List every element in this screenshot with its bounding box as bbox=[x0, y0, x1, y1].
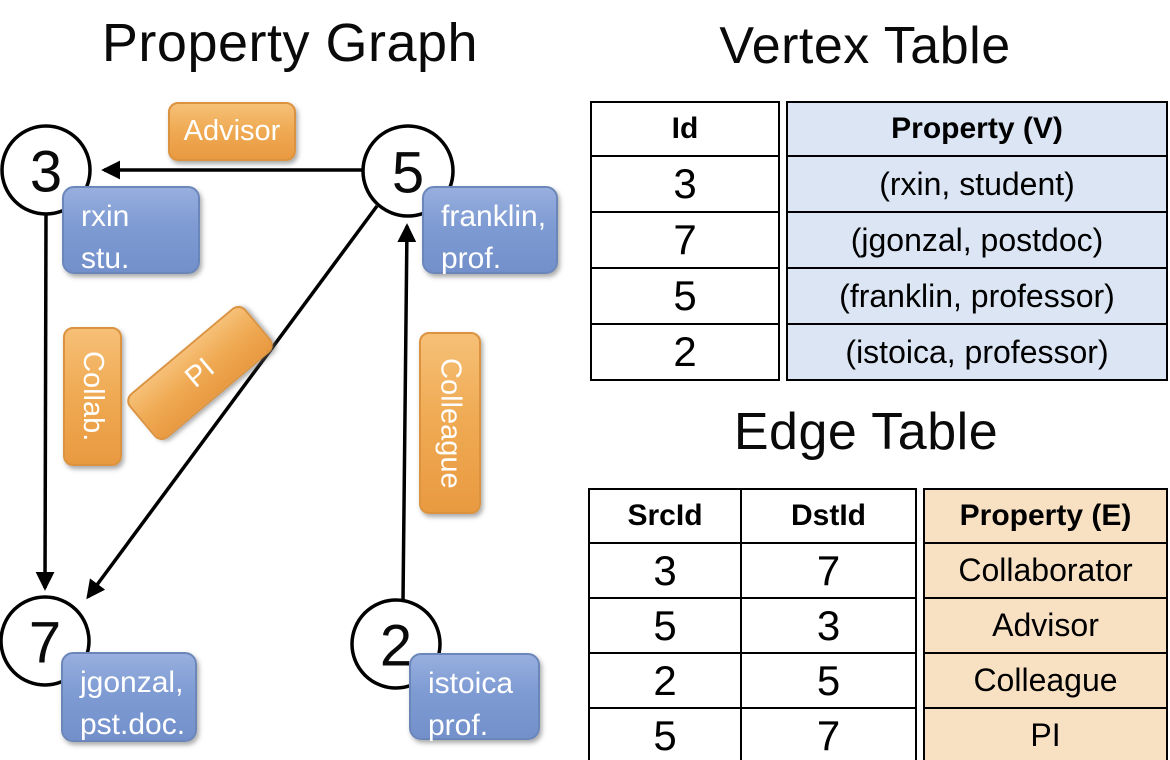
table-row: Collaborator bbox=[925, 542, 1166, 597]
vertex-id-cell: 5 bbox=[673, 272, 697, 319]
edge-srcid-cell: 5 bbox=[590, 599, 742, 652]
table-row: 5 3 bbox=[590, 597, 915, 652]
edge-label-collab-text: Collab. bbox=[77, 351, 109, 442]
table-row: 5 7 bbox=[590, 707, 915, 760]
vertex-property-box-3: rxin stu. bbox=[62, 186, 200, 275]
edge-property-cell: Colleague bbox=[973, 662, 1118, 698]
edge-label-colleague-text: Colleague bbox=[434, 357, 467, 489]
edge-dstid-cell: 5 bbox=[816, 656, 841, 704]
edge-table-header-row: Property (E) bbox=[925, 490, 1166, 542]
table-row: Advisor bbox=[925, 597, 1166, 652]
vertex-property-cell: (jgonzal, postdoc) bbox=[850, 221, 1104, 258]
edge-srcid-cell: 2 bbox=[590, 654, 742, 707]
table-row: (jgonzal, postdoc) bbox=[788, 211, 1166, 267]
edge-dstid-cell: 7 bbox=[816, 546, 841, 594]
table-row: (rxin, student) bbox=[788, 155, 1166, 211]
vertex-property-box-7-line1: jgonzal, bbox=[80, 666, 184, 699]
table-row: (istoica, professor) bbox=[788, 323, 1166, 379]
edge-dstid-cell: 7 bbox=[816, 711, 841, 759]
vertex-property-cell: (istoica, professor) bbox=[845, 333, 1109, 370]
table-row: 3 7 bbox=[590, 542, 915, 597]
vertex-table-header-row: Property (V) bbox=[788, 103, 1166, 155]
vertex-table-id-column: Id 3 7 5 2 bbox=[590, 101, 780, 381]
table-row: 7 bbox=[592, 211, 778, 267]
edge-property-cell: Collaborator bbox=[958, 552, 1133, 588]
edge-pi-5-to-7 bbox=[86, 204, 379, 600]
vertex-property-box-7: jgonzal, pst.doc. bbox=[61, 652, 197, 742]
vertex-property-box-7-line2: pst.doc. bbox=[80, 708, 186, 741]
node-id-2: 2 bbox=[380, 614, 412, 679]
node-id-5: 5 bbox=[392, 141, 424, 206]
edge-colleague-2-to-5 bbox=[397, 223, 417, 602]
vertex-table-header-row: Id bbox=[592, 103, 778, 155]
edge-property-cell: PI bbox=[1030, 717, 1061, 753]
vertex-property-box-2-line2: prof. bbox=[428, 709, 489, 742]
edge-label-advisor: Advisor bbox=[168, 102, 296, 161]
table-row: 3 bbox=[592, 155, 778, 211]
table-row: Colleague bbox=[925, 652, 1166, 707]
table-row: (franklin, professor) bbox=[788, 267, 1166, 323]
vertex-table-property-header: Property (V) bbox=[891, 112, 1063, 145]
edge-table-dstid-header: DstId bbox=[791, 499, 866, 532]
edge-srcid-cell: 3 bbox=[590, 544, 742, 597]
edge-collab-3-to-7 bbox=[35, 213, 55, 591]
vertex-property-box-2-line1: istoica bbox=[428, 667, 514, 700]
table-row: 5 bbox=[592, 267, 778, 323]
vertex-property-box-5-line2: prof. bbox=[441, 242, 502, 275]
edge-table-srcid-header: SrcId bbox=[590, 490, 742, 542]
edge-table-src-dst-columns: SrcId DstId 3 7 5 3 2 5 5 7 bbox=[588, 488, 917, 760]
edge-property-cell: Advisor bbox=[992, 607, 1099, 643]
edge-label-advisor-text: Advisor bbox=[183, 115, 281, 147]
vertex-property-cell: (rxin, student) bbox=[879, 165, 1075, 202]
vertex-property-box-3-line2: stu. bbox=[81, 242, 130, 275]
vertex-table-property-column: Property (V) (rxin, student) (jgonzal, p… bbox=[786, 101, 1168, 381]
vertex-id-cell: 7 bbox=[673, 216, 697, 263]
edge-label-pi-text: PI bbox=[178, 351, 221, 394]
vertex-id-cell: 3 bbox=[673, 160, 697, 207]
vertex-property-box-5: franklin, prof. bbox=[422, 186, 558, 275]
edge-table-header-row: SrcId DstId bbox=[590, 490, 915, 542]
edge-label-collab: Collab. bbox=[63, 327, 122, 466]
vertex-table-title: Vertex Table bbox=[719, 17, 1011, 75]
edge-srcid-cell: 5 bbox=[590, 709, 742, 760]
node-id-3: 3 bbox=[30, 140, 62, 205]
edge-table-property-header: Property (E) bbox=[959, 499, 1132, 532]
table-row: 2 5 bbox=[590, 652, 915, 707]
vertex-property-box-3-line1: rxin bbox=[81, 200, 130, 233]
vertex-property-cell: (franklin, professor) bbox=[839, 277, 1115, 314]
vertex-property-box-2: istoica prof. bbox=[409, 653, 540, 742]
node-id-7: 7 bbox=[29, 611, 61, 676]
table-row: 2 bbox=[592, 323, 778, 379]
vertex-property-box-5-line1: franklin, bbox=[441, 200, 547, 233]
edge-label-colleague: Colleague bbox=[419, 332, 481, 514]
edge-table-property-column: Property (E) Collaborator Advisor Collea… bbox=[923, 488, 1168, 760]
table-row: PI bbox=[925, 707, 1166, 760]
edge-table-title: Edge Table bbox=[733, 403, 999, 461]
edge-dstid-cell: 3 bbox=[816, 601, 841, 649]
vertex-id-cell: 2 bbox=[673, 328, 697, 375]
vertex-table-id-header: Id bbox=[671, 112, 699, 145]
property-graph-title: Property Graph bbox=[101, 13, 479, 73]
